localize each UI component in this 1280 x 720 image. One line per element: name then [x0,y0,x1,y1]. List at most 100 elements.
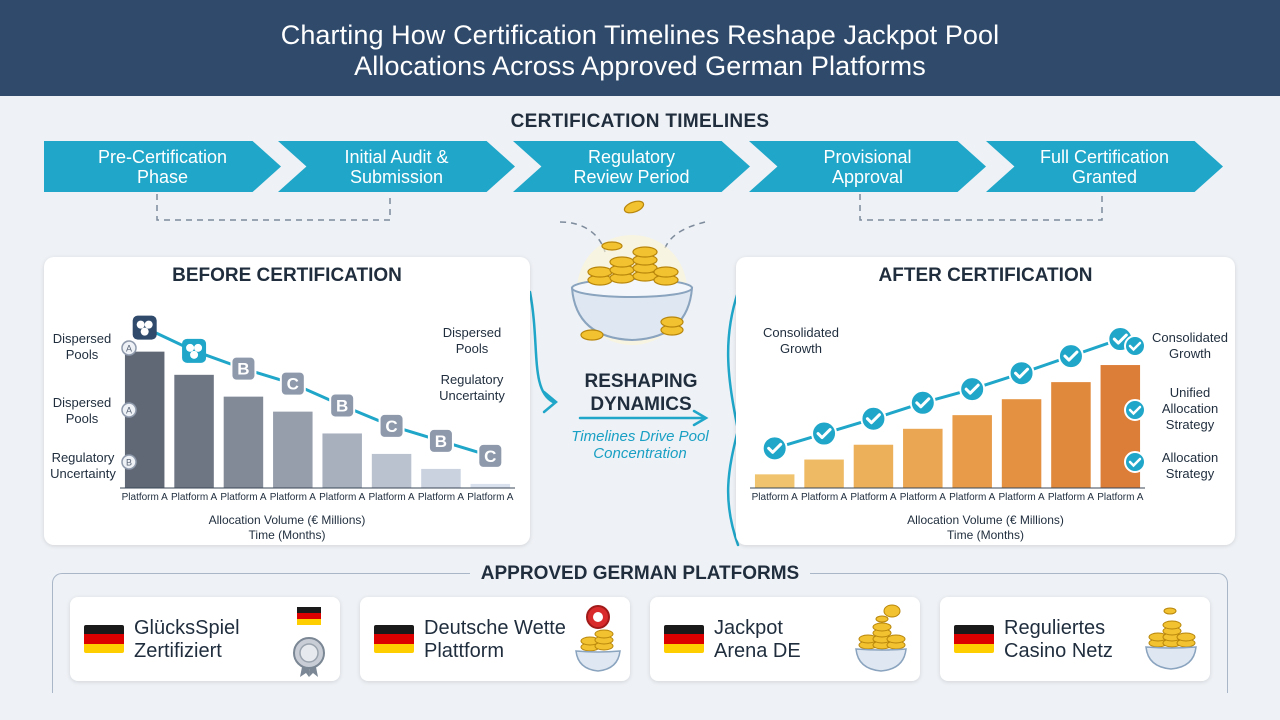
x-tick-label-5: Platform A [949,492,995,503]
after-xlabel: Allocation Volume (€ Millions) [907,513,1064,527]
x-tick-label-7: Platform A [1048,492,1094,503]
bar-3 [853,444,894,488]
platforms-title: APPROVED GERMAN PLATFORMS [470,563,810,585]
timeline-step-1: Pre-Certification Phase [44,141,281,192]
bar-7 [1051,382,1091,488]
marker-badge-B [329,392,356,419]
side-marker-A [121,402,137,418]
side-check-icon [1124,399,1146,421]
after-side-label-right-3: Allocation Strategy [1161,450,1219,481]
before-side-label-right-2: Regulatory Uncertainty [439,372,505,403]
x-tick-label-5: Platform A [319,492,365,503]
side-check-icon [1124,451,1146,473]
side-marker-label: B [126,458,132,468]
check-icon-mark [816,428,832,440]
bar-4 [273,411,313,488]
people-icon-head [140,327,149,336]
marker-label: B [336,396,348,415]
seal-flag-icon [293,607,325,677]
marker-badge-C [477,442,504,469]
before-side-label-1: Dispersed Pools [52,331,112,362]
side-marker-B [121,454,137,470]
before-side-label-right-1: Dispersed Pools [442,325,502,356]
coin-bowl-icon [855,604,907,672]
check-icon-mark [915,397,931,409]
x-tick-label-4: Platform A [900,492,946,503]
x-tick-label-8: Platform A [1097,492,1143,503]
flow-arrowhead-left [542,390,558,414]
timeline-steps: Pre-Certification Phase Initial Audit & … [44,141,1224,192]
before-panel: BEFORE CERTIFICATION Dispersed Pools Dis… [44,257,530,545]
bar-7 [421,468,461,488]
before-ylabel: Time (Months) [248,528,326,542]
people-icon-head [186,343,195,352]
bar-8 [470,483,511,488]
x-tick-label-3: Platform A [850,492,896,503]
timeline-title: CERTIFICATION TIMELINES [510,111,770,132]
german-flag-icon [84,625,124,653]
side-check-icon [1124,335,1146,357]
after-side-label-right-2: Unified Allocation Strategy [1161,385,1219,432]
x-tick-label-2: Platform A [171,492,217,503]
german-flag-icon [374,625,414,653]
after-panel-title: AFTER CERTIFICATION [878,265,1093,286]
coin-bowl-icon [1145,607,1197,670]
flow-arrowhead-center [692,409,709,427]
after-panel: AFTER CERTIFICATION Consolidated Growth … [736,257,1235,545]
x-tick-label-4: Platform A [270,492,316,503]
header-banner: Charting How Certification Timelines Res… [0,0,1280,96]
side-marker-A [121,340,137,356]
marker-badge-C [279,370,306,397]
people-icon-head [194,343,203,352]
reshaping-title: RESHAPING DYNAMICS [584,371,698,415]
reshaping-subtitle: Timelines Drive Pool Concentration [571,428,709,462]
german-flag-icon [954,625,994,653]
x-tick-label-6: Platform A [998,492,1044,503]
before-panel-title: BEFORE CERTIFICATION [172,265,402,286]
side-check-icon-mark [1128,341,1142,352]
marker-label: B [237,360,249,379]
side-marker-label: A [126,406,132,416]
people-icon-head [190,350,199,359]
after-side-label-left: Consolidated Growth [763,325,839,356]
check-icon-mark [1112,333,1128,345]
x-tick-label-1: Platform A [752,492,798,503]
dashed-connector-bowl-left [559,221,606,253]
before-xlabel: Allocation Volume (€ Millions) [208,513,366,527]
bar-5 [322,433,362,488]
timeline-step-4: Provisional Approval [749,141,986,192]
marker-badge-B [230,355,257,382]
german-flag-icon [664,625,704,653]
check-icon-mark [865,413,881,425]
timeline-step-5: Full Certification Granted [986,141,1223,192]
marker-label: C [385,417,397,436]
dashed-connector-left [156,194,391,221]
x-tick-label-8: Platform A [467,492,513,503]
bar-6 [1001,399,1042,488]
side-marker-label: A [126,344,132,354]
coin-bowl-icon [570,200,694,345]
marker-label: B [435,432,447,451]
x-tick-label-3: Platform A [220,492,266,503]
after-side-label-right-1: Consolidated Growth [1152,330,1228,361]
bar-2 [804,459,844,488]
people-icon-head [144,320,153,329]
dashed-connector-bowl-right [664,221,706,249]
before-side-label-3: Regulatory Uncertainty [50,450,116,481]
timeline-step-3: Regulatory Review Period [513,141,750,192]
bar-2 [174,374,214,488]
x-tick-label-7: Platform A [418,492,464,503]
marker-badge-C [378,412,405,439]
dashed-connector-right [859,194,1103,221]
side-check-icon-mark [1128,457,1142,468]
before-side-label-2: Dispersed Pools [52,395,112,426]
flow-curve-right-top [726,290,740,432]
